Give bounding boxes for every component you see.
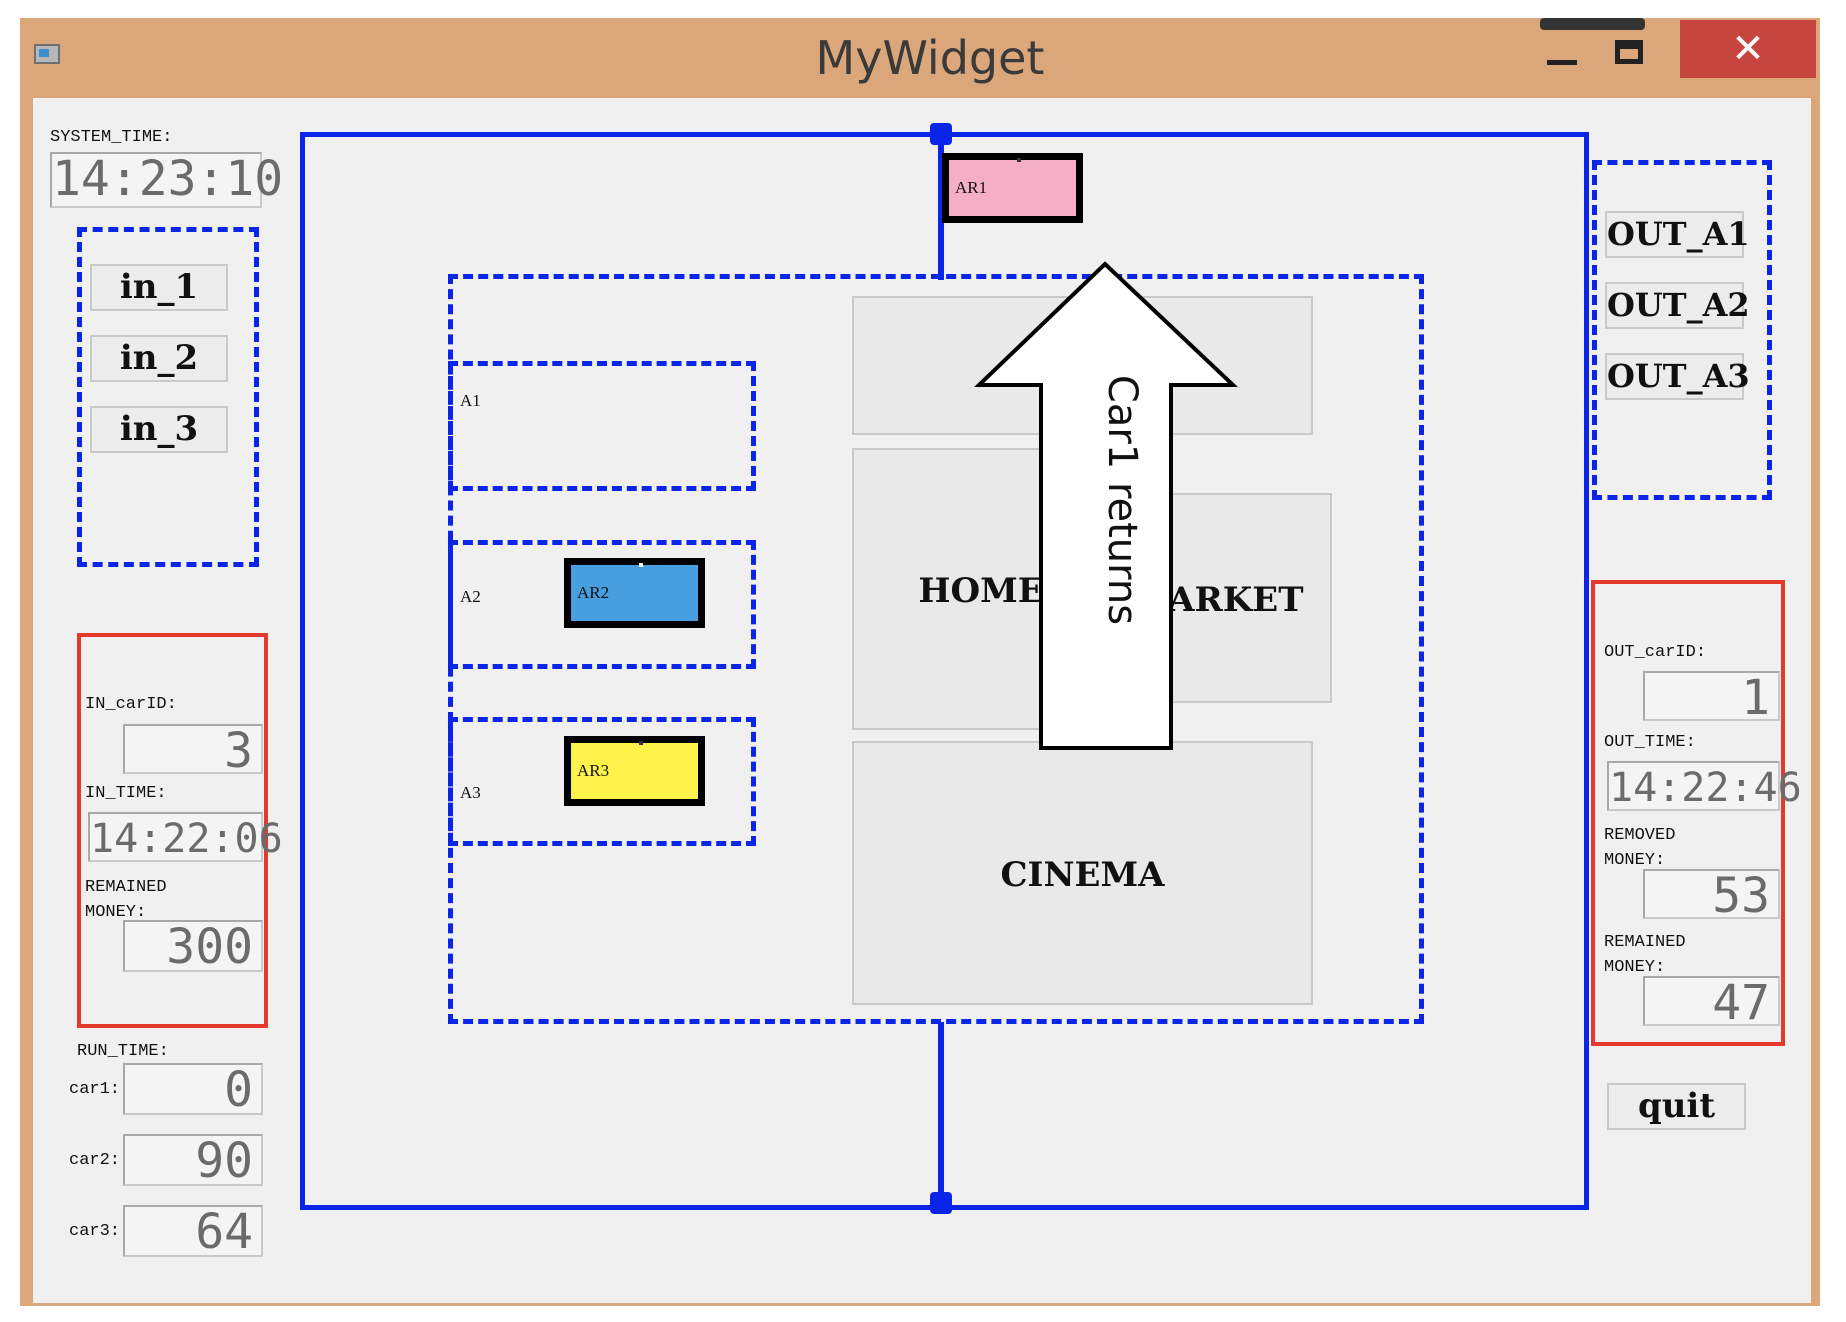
top-node	[930, 123, 952, 145]
app-icon	[34, 44, 60, 64]
car-ar1-label: AR1	[955, 178, 988, 197]
out-time-label: OUT_TIME:	[1604, 733, 1696, 752]
car-ar1-marker	[1017, 158, 1021, 162]
bottom-node	[930, 1192, 952, 1214]
car-ar2-label: AR2	[577, 583, 610, 602]
out-a2-button[interactable]: OUT_A2	[1605, 282, 1750, 329]
in-carid-label: IN_carID:	[85, 695, 177, 714]
in-time-label: IN_TIME:	[85, 784, 167, 803]
in-1-button[interactable]: in_1	[90, 264, 228, 311]
window-title: MyWidget	[815, 31, 1045, 85]
car-ar3[interactable]: AR3	[564, 736, 705, 806]
slot-a1-label: A1	[460, 391, 481, 410]
slot-a1	[448, 361, 756, 491]
quit-button[interactable]: quit	[1607, 1083, 1746, 1130]
car-ar2[interactable]: AR2	[564, 558, 705, 628]
slot-a2-label: A2	[460, 587, 481, 606]
car2-runtime-label: car2:	[69, 1151, 121, 1170]
out-a3-button[interactable]: OUT_A3	[1605, 353, 1750, 400]
car-ar3-marker	[639, 741, 643, 745]
in-buttons-group	[77, 227, 259, 567]
car-ar1[interactable]: AR1	[942, 153, 1083, 223]
out-removed-label-1: REMOVED	[1604, 826, 1676, 845]
car-ar2-marker	[639, 563, 643, 567]
annotation-text: Car1 returns	[1099, 374, 1145, 626]
car1-runtime-display: 0	[123, 1063, 263, 1115]
out-time-display: 14:22:46	[1607, 761, 1802, 811]
tray-strip	[1540, 18, 1645, 30]
out-removed-label-2: MONEY:	[1604, 851, 1666, 870]
in-money-label-1: REMAINED	[85, 878, 167, 897]
cinema-button[interactable]: CINEMA	[852, 741, 1313, 1005]
slot-a3	[448, 717, 756, 846]
car3-runtime-label: car3:	[69, 1222, 121, 1241]
in-money-display: 300	[123, 920, 263, 972]
car1-runtime-label: car1:	[69, 1080, 121, 1099]
system-time-label: SYSTEM_TIME:	[50, 128, 173, 147]
out-removed-display: 53	[1643, 869, 1780, 921]
minimize-button[interactable]	[1535, 36, 1595, 76]
close-button[interactable]: ✕	[1680, 20, 1816, 78]
in-time-display: 14:22:06	[88, 812, 283, 862]
out-a1-button[interactable]: OUT_A1	[1605, 211, 1750, 258]
slot-a2	[448, 540, 756, 669]
system-time-display: 14:23:10	[50, 151, 284, 208]
out-buttons-group	[1592, 160, 1772, 500]
up-arrow-annotation	[974, 261, 1239, 750]
car-ar3-label: AR3	[577, 761, 610, 780]
in-money-label-2: MONEY:	[85, 903, 147, 922]
car2-runtime-display: 90	[123, 1134, 263, 1186]
run-time-label: RUN_TIME:	[77, 1042, 169, 1061]
out-info-panel	[1591, 580, 1785, 1046]
out-carid-label: OUT_carID:	[1604, 643, 1707, 662]
in-info-panel	[77, 633, 268, 1028]
top-connector	[938, 140, 944, 280]
slot-a3-label: A3	[460, 783, 481, 802]
annotation-text-wrap: Car1 returns	[1090, 350, 1150, 650]
car3-runtime-display: 64	[123, 1205, 263, 1257]
maximize-button[interactable]	[1600, 36, 1660, 76]
out-remained-label-2: MONEY:	[1604, 958, 1666, 977]
in-carid-display: 3	[123, 724, 263, 776]
in-3-button[interactable]: in_3	[90, 406, 228, 453]
in-2-button[interactable]: in_2	[90, 335, 228, 382]
out-carid-display: 1	[1643, 671, 1780, 723]
bottom-connector	[938, 1022, 944, 1202]
out-remained-display: 47	[1643, 976, 1780, 1028]
out-remained-label-1: REMAINED	[1604, 933, 1686, 952]
